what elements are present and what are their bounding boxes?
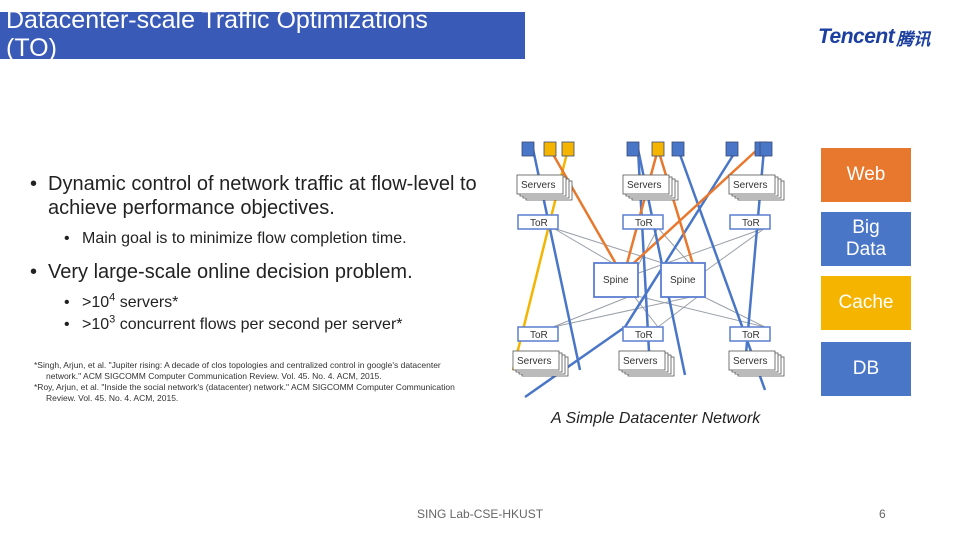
legend-web: Web: [821, 148, 911, 202]
footer-lab-name: SING Lab-CSE-HKUST: [417, 507, 544, 521]
servers-bottom-2: Servers: [623, 356, 657, 367]
network-links: [552, 227, 766, 328]
spine-1: Spine: [603, 275, 629, 286]
references: *Singh, Arjun, et al. "Jupiter rising: A…: [34, 360, 464, 404]
tor-top-1-box: [517, 214, 559, 230]
server-stack-layer: [728, 350, 776, 371]
legend-big-data: Big Data: [821, 212, 911, 266]
servers-exponent: 4: [109, 291, 116, 304]
tor-top-1: ToR: [530, 218, 548, 229]
logo-text-cn: 腾讯: [896, 29, 931, 50]
host-square: [651, 141, 665, 157]
spine-box-2: [660, 262, 706, 298]
title-bar: Datacenter-scale Traffic Optimizations (…: [0, 12, 525, 59]
host-square: [543, 141, 557, 157]
link-line: [552, 294, 701, 328]
servers-text: servers*: [115, 294, 179, 311]
tor-bottom-2: ToR: [635, 330, 653, 341]
host-square: [759, 141, 773, 157]
bullet-dynamic-control: Dynamic control of network traffic at fl…: [30, 172, 510, 220]
tor-bottom-2-box: [622, 326, 664, 342]
traffic-flow-line: [623, 148, 660, 272]
page-number: 6: [879, 507, 886, 521]
logo-text-en: Tencent: [818, 25, 895, 48]
server-stack-layer: [622, 174, 670, 195]
tencent-logo: Tencent 腾讯: [818, 22, 930, 52]
server-stack-layer: [512, 350, 560, 371]
flows-count: >10: [82, 316, 110, 333]
host-square: [521, 141, 535, 157]
traffic-flow-line: [624, 148, 759, 272]
link-line: [632, 227, 766, 276]
server-stack-layer: [618, 350, 666, 371]
spine-2: Spine: [670, 275, 696, 286]
tor-top-3-box: [729, 214, 771, 230]
sub-bullet-servers: >104 servers*: [64, 292, 510, 314]
link-line: [632, 294, 659, 328]
server-stack-layer: [728, 174, 776, 195]
legend-cache: Cache: [821, 276, 911, 330]
host-square: [671, 141, 685, 157]
traffic-flow-line: [676, 148, 767, 391]
link-line: [699, 294, 766, 328]
tor-bottom-1-box: [517, 326, 559, 342]
sub-bullet-flows: >103 concurrent flows per second per ser…: [64, 314, 510, 336]
tor-top-2: ToR: [635, 218, 653, 229]
servers-top-3: Servers: [733, 180, 767, 191]
tor-bottom-3-box: [729, 326, 771, 342]
host-square: [626, 141, 640, 157]
link-line: [657, 294, 701, 328]
flows-exponent: 3: [109, 313, 116, 326]
host-square: [561, 141, 575, 157]
link-line: [632, 294, 766, 328]
traffic-flow-line: [548, 148, 622, 272]
reference-2: *Roy, Arjun, et al. "Inside the social n…: [34, 382, 455, 403]
bullet-large-scale: Very large-scale online decision problem…: [30, 260, 510, 284]
servers-count: >10: [82, 294, 110, 311]
server-stack-layer: [516, 174, 564, 195]
tor-bottom-3: ToR: [742, 330, 760, 341]
link-line: [699, 227, 766, 276]
diagram-caption: A Simple Datacenter Network: [551, 410, 761, 427]
slide-title: Datacenter-scale Traffic Optimizations (…: [6, 12, 428, 59]
spine-box-1: [593, 262, 639, 298]
servers-bottom-3: Servers: [733, 356, 767, 367]
bullet-list: Dynamic control of network traffic at fl…: [30, 172, 510, 336]
link-line: [552, 294, 634, 328]
traffic-flow-line: [656, 148, 697, 272]
servers-top-2: Servers: [627, 180, 661, 191]
flows-text: concurrent flows per second per server*: [115, 316, 403, 333]
tor-top-2-box: [622, 214, 664, 230]
host-square: [725, 141, 739, 157]
tor-bottom-1: ToR: [530, 330, 548, 341]
servers-bottom-1: Servers: [517, 356, 551, 367]
tor-top-3: ToR: [742, 218, 760, 229]
sub-bullet-main-goal: Main goal is to minimize flow completion…: [64, 228, 510, 250]
reference-1: *Singh, Arjun, et al. "Jupiter rising: A…: [34, 360, 441, 381]
servers-top-1: Servers: [521, 180, 555, 191]
legend-db: DB: [821, 342, 911, 396]
